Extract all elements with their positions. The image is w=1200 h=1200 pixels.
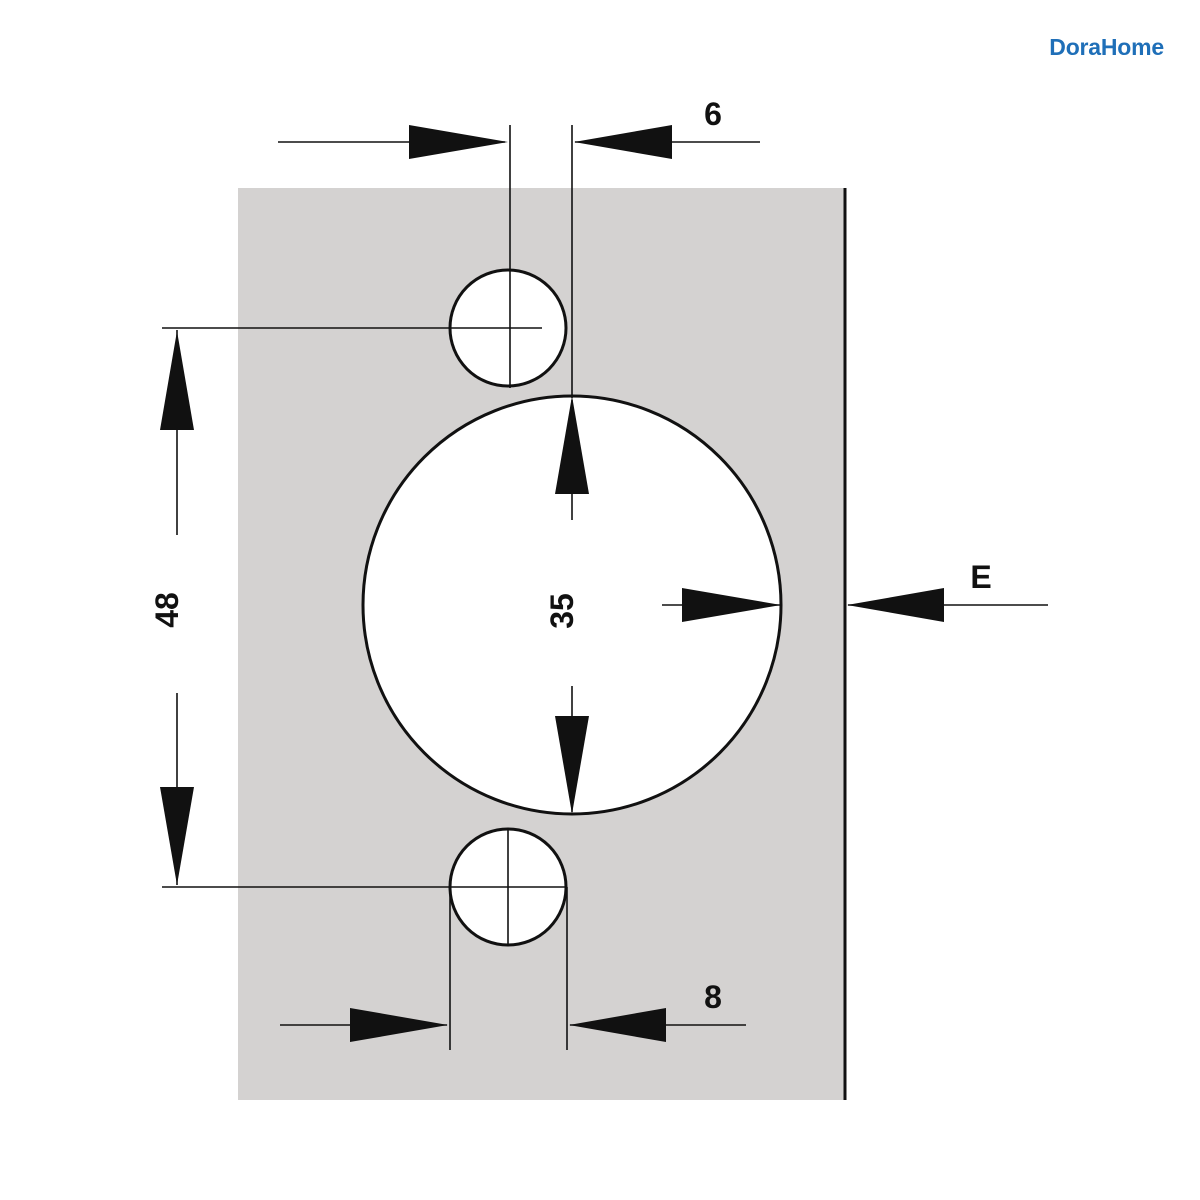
arrow-48-up bbox=[160, 331, 194, 430]
arrow-35-up bbox=[555, 396, 589, 494]
label-bottom-screw-diameter: 8 bbox=[704, 979, 722, 1015]
arrow-8-left bbox=[350, 1008, 448, 1042]
arrow-35-down bbox=[555, 716, 589, 814]
arrow-8-right bbox=[569, 1008, 666, 1042]
arrow-e-right bbox=[847, 588, 944, 622]
arrow-e-left bbox=[682, 588, 781, 622]
arrowheads bbox=[160, 125, 944, 1042]
label-screw-center-distance: 48 bbox=[149, 592, 185, 628]
arrow-6-left bbox=[409, 125, 508, 159]
arrow-48-down bbox=[160, 787, 194, 885]
label-cup-diameter: 35 bbox=[544, 593, 580, 629]
arrow-6-right bbox=[574, 125, 672, 159]
label-edge-distance: E bbox=[970, 559, 991, 595]
label-top-screw-spacing: 6 bbox=[704, 96, 722, 132]
dorahome-logo: DoraHome bbox=[1049, 34, 1164, 60]
